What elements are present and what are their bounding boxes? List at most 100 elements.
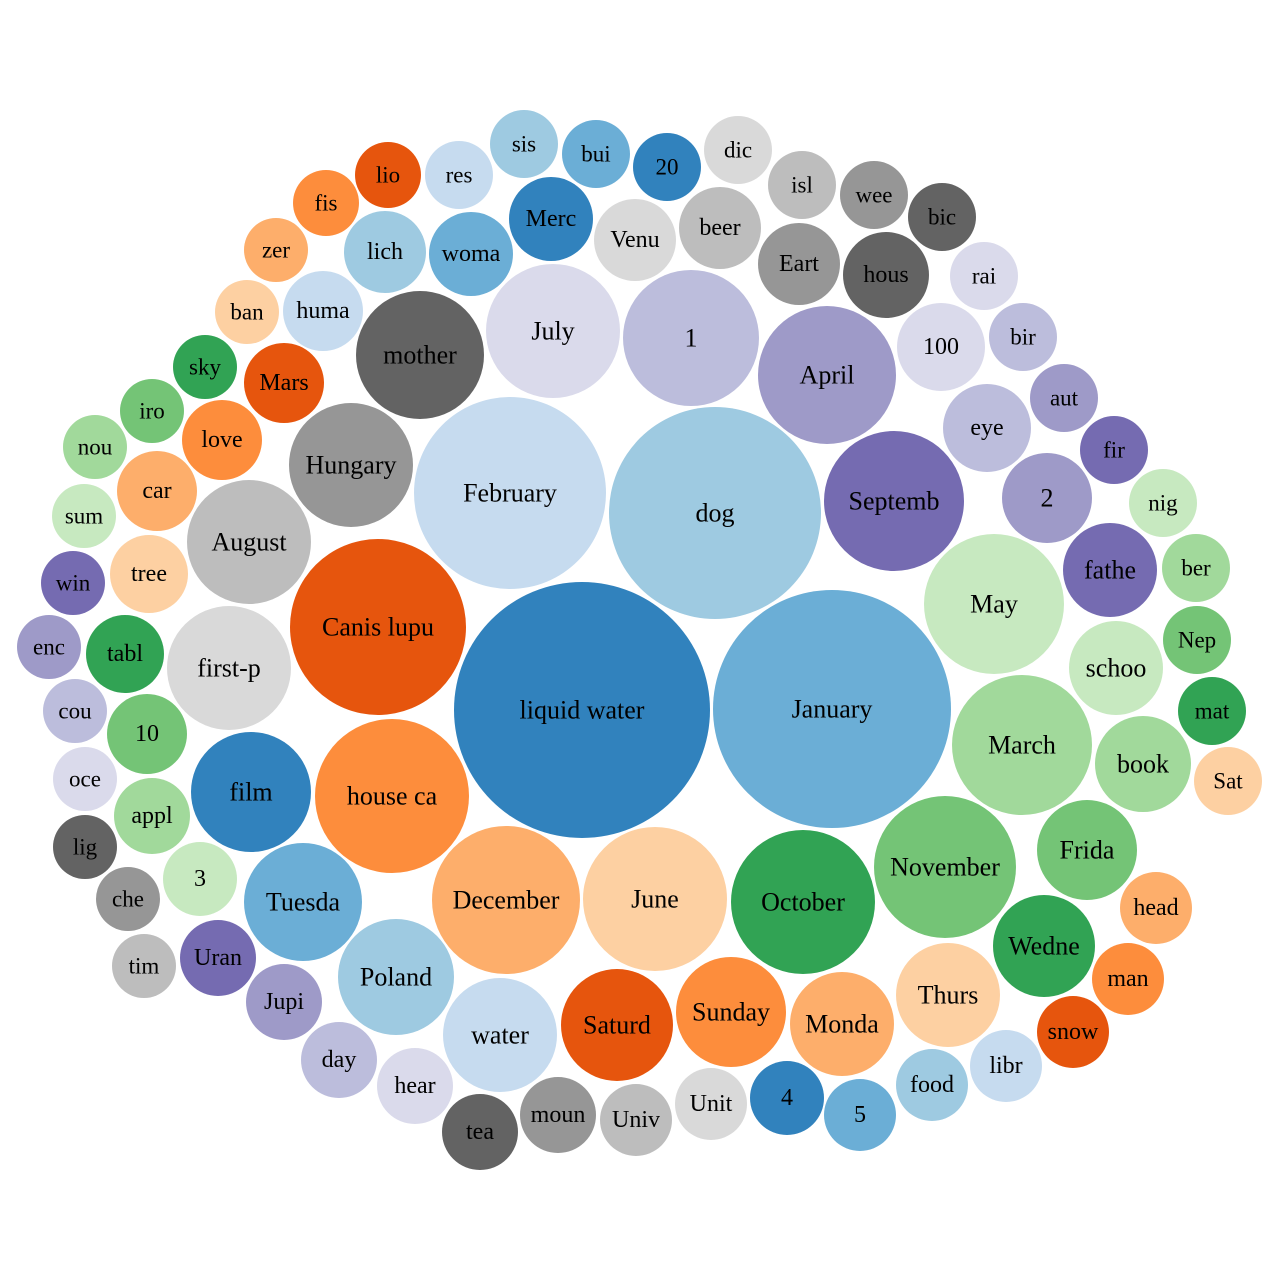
bubble-tuesda — [244, 843, 362, 961]
bubble-label-bir: bir — [1010, 325, 1036, 350]
bubble-food — [896, 1049, 968, 1121]
bubble-cou — [43, 679, 107, 743]
bubble-label-res: res — [446, 163, 473, 188]
bubble-tim — [112, 934, 176, 998]
bubble-res — [425, 141, 493, 209]
bubble-label-mat: mat — [1195, 699, 1230, 724]
bubble-3 — [163, 842, 237, 916]
bubble-dic — [704, 116, 772, 184]
bubble-label-4: 4 — [781, 1085, 793, 1111]
bubble-label-food: food — [910, 1072, 954, 1098]
bubble-1 — [623, 270, 759, 406]
bubble-hous — [843, 232, 929, 318]
bubble-label-fathe: fathe — [1084, 556, 1136, 585]
bubble-june — [583, 827, 727, 971]
bubble-lich — [344, 211, 426, 293]
bubble-eart — [758, 223, 840, 305]
bubble-appl — [114, 778, 190, 854]
bubble-label-septemb: Septemb — [849, 487, 940, 516]
bubble-poland — [338, 919, 454, 1035]
bubble-libr — [970, 1030, 1042, 1102]
bubble-label-car: car — [142, 478, 171, 504]
bubble-july — [486, 264, 620, 398]
bubble-january — [713, 590, 951, 828]
bubble-iro — [120, 379, 184, 443]
bubble-win — [41, 551, 105, 615]
bubble-label-snow: snow — [1048, 1019, 1099, 1045]
bubble-tree — [110, 535, 188, 613]
bubble-label-hear: hear — [394, 1073, 435, 1099]
bubble-label-nep: Nep — [1178, 628, 1216, 653]
bubble-house-ca — [315, 719, 469, 873]
bubble-label-film: film — [229, 778, 272, 807]
bubble-aut — [1030, 364, 1098, 432]
bubble-label-tim: tim — [129, 954, 160, 979]
bubble-label-5: 5 — [854, 1102, 866, 1128]
bubble-label-unit: Unit — [690, 1091, 733, 1117]
bubble-20 — [633, 133, 701, 201]
bubble-label-2: 2 — [1041, 484, 1054, 513]
bubble-ban — [215, 280, 279, 344]
bubble-bui — [562, 120, 630, 188]
bubble-label-3: 3 — [194, 866, 206, 892]
bubble-tabl — [86, 615, 164, 693]
bubble-lig — [53, 815, 117, 879]
bubble-film — [191, 732, 311, 852]
bubble-label-merc: Merc — [526, 206, 577, 232]
bubble-sat — [1194, 747, 1262, 815]
bubble-sunday — [676, 957, 786, 1067]
bubble-label-sum: sum — [65, 504, 103, 529]
bubble-label-first-p: first-p — [197, 654, 261, 683]
bubble-label-mother: mother — [383, 341, 457, 370]
bubble-jupi — [246, 964, 322, 1040]
bubble-venu — [594, 199, 676, 281]
bubble-hungary — [289, 403, 413, 527]
bubble-wee — [840, 161, 908, 229]
bubble-label-bic: bic — [928, 205, 956, 230]
bubble-label-monda: Monda — [805, 1010, 879, 1039]
bubble-label-fis: fis — [315, 191, 338, 216]
bubble-label-tree: tree — [131, 561, 167, 587]
bubble-label-10: 10 — [135, 721, 159, 747]
bubble-label-dic: dic — [724, 138, 752, 163]
bubble-label-eye: eye — [970, 415, 1003, 441]
bubble-label-eart: Eart — [779, 251, 819, 277]
bubble-label-march: March — [988, 731, 1056, 760]
bubble-label-fir: fir — [1103, 438, 1125, 463]
bubble-5 — [824, 1079, 896, 1151]
bubble-label-bui: bui — [581, 142, 610, 167]
bubble-label-may: May — [970, 590, 1018, 619]
bubble-label-aut: aut — [1050, 386, 1079, 411]
bubble-sky — [173, 335, 237, 399]
bubble-lio — [355, 142, 421, 208]
bubble-label-book: book — [1117, 750, 1169, 779]
bubble-label-moun: moun — [531, 1102, 586, 1128]
bubble-label-liquid-water: liquid water — [520, 696, 645, 725]
bubble-december — [432, 826, 580, 974]
bubble-label-univ: Univ — [612, 1107, 660, 1133]
bubble-label-water: water — [471, 1021, 529, 1050]
bubble-label-woma: woma — [442, 241, 501, 267]
bubble-label-oce: oce — [69, 767, 101, 792]
bubble-february — [414, 397, 606, 589]
bubble-label-april: April — [800, 361, 855, 390]
bubble-sis — [490, 110, 558, 178]
bubble-april — [758, 306, 896, 444]
bubble-label-libr: libr — [989, 1053, 1022, 1079]
bubble-label-20: 20 — [656, 155, 679, 180]
bubble-book — [1095, 716, 1191, 812]
bubble-snow — [1037, 996, 1109, 1068]
bubble-label-dog: dog — [696, 499, 735, 528]
bubble-label-enc: enc — [33, 635, 65, 660]
bubble-2 — [1002, 453, 1092, 543]
bubble-label-sky: sky — [189, 355, 221, 380]
bubble-septemb — [824, 431, 964, 571]
bubble-beer — [679, 187, 761, 269]
bubble-label-frida: Frida — [1060, 836, 1115, 865]
bubble-oce — [53, 747, 117, 811]
bubble-label-november: November — [890, 853, 1000, 882]
bubble-eye — [943, 384, 1031, 472]
bubble-first-p — [167, 606, 291, 730]
bubble-head — [1120, 872, 1192, 944]
